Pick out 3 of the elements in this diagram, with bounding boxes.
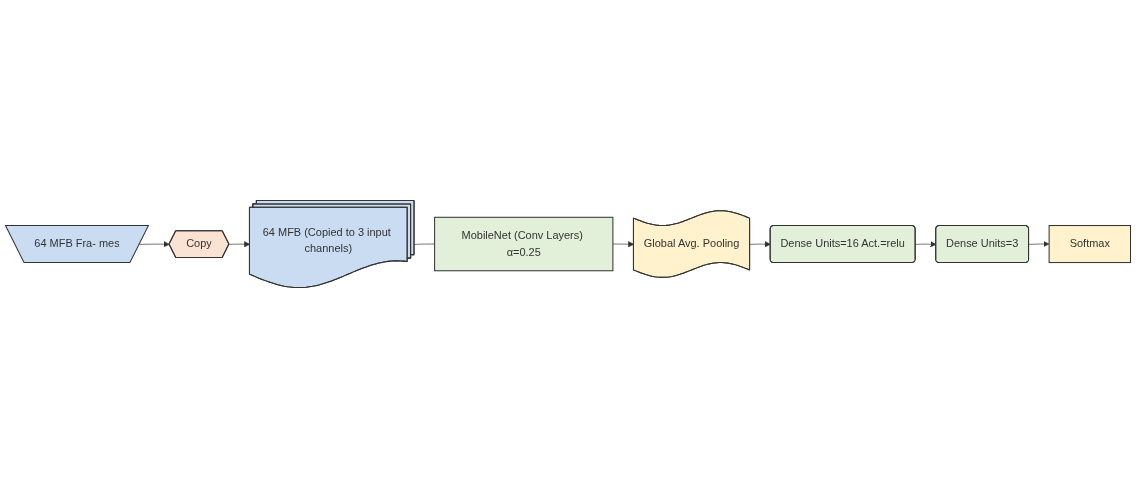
node-box: MobileNet (Conv Layers) α=0.25	[434, 217, 614, 272]
node-box: Softmax	[1048, 225, 1132, 264]
connector	[414, 244, 435, 246]
